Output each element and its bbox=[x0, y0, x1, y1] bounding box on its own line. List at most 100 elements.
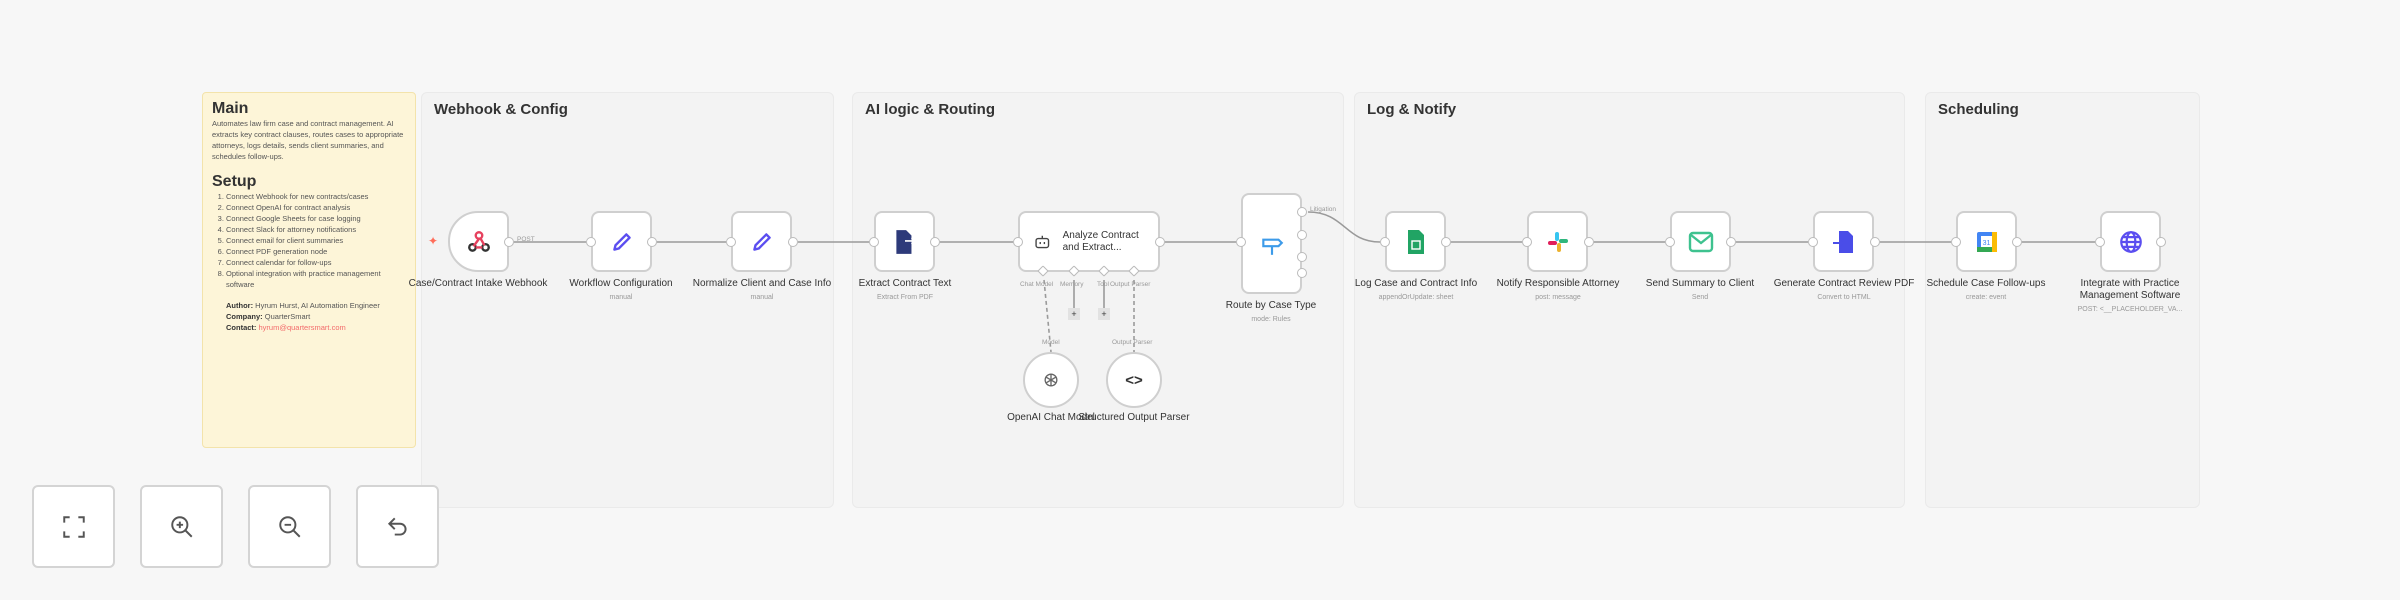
setup-step: Connect calendar for follow-ups bbox=[226, 257, 406, 268]
fit-view-icon bbox=[62, 515, 85, 538]
output-port[interactable] bbox=[504, 237, 514, 247]
output-port[interactable] bbox=[2156, 237, 2166, 247]
slack-icon bbox=[1547, 231, 1568, 252]
group-title: Scheduling bbox=[1938, 101, 2019, 118]
output-port[interactable] bbox=[1441, 237, 1451, 247]
node-send-summary-email[interactable] bbox=[1670, 211, 1731, 272]
sticky-note-main[interactable]: Main Automates law firm case and contrac… bbox=[202, 92, 416, 448]
input-port[interactable] bbox=[2095, 237, 2105, 247]
node-webhook[interactable] bbox=[448, 211, 509, 272]
group-title: AI logic & Routing bbox=[865, 101, 995, 118]
setup-step: Connect Slack for attorney notifications bbox=[226, 224, 406, 235]
pdf-extract-icon bbox=[895, 229, 918, 254]
node-route-by-case-type[interactable] bbox=[1241, 193, 1302, 294]
setup-step: Connect PDF generation node bbox=[226, 246, 406, 257]
node-label: Analyze Contract and Extract... bbox=[1062, 229, 1139, 253]
output-label: Litigation bbox=[1310, 206, 1337, 213]
group-scheduling[interactable]: Scheduling bbox=[1925, 92, 2200, 508]
input-port[interactable] bbox=[1808, 237, 1818, 247]
code-icon: <> bbox=[1125, 371, 1143, 389]
input-port[interactable] bbox=[726, 237, 736, 247]
sticky-description: Automates law firm case and contract man… bbox=[212, 119, 404, 161]
group-ai-logic[interactable]: AI logic & Routing bbox=[852, 92, 1344, 508]
trigger-icon: ✦ bbox=[428, 234, 439, 248]
openai-icon bbox=[1044, 373, 1058, 387]
port-label: Tool bbox=[1097, 281, 1109, 288]
fit-view-button[interactable] bbox=[32, 485, 115, 568]
zoom-out-button[interactable] bbox=[248, 485, 331, 568]
output-port[interactable] bbox=[1297, 252, 1307, 262]
input-port[interactable] bbox=[1380, 237, 1390, 247]
node-label: OpenAI Chat Model bbox=[1007, 412, 1095, 423]
company: QuarterSmart bbox=[264, 312, 311, 321]
author: Hyrum Hurst, AI Automation Engineer bbox=[255, 301, 380, 310]
node-label: Integrate with Practice Management Softw… bbox=[2077, 278, 2183, 313]
node-openai-chat-model[interactable] bbox=[1023, 352, 1079, 408]
add-memory-button[interactable]: + bbox=[1068, 308, 1080, 320]
input-port[interactable] bbox=[869, 237, 879, 247]
port-label: Output Parser bbox=[1110, 281, 1151, 288]
output-port[interactable] bbox=[1155, 237, 1165, 247]
setup-steps: Connect Webhook for new contracts/cases … bbox=[212, 191, 406, 290]
port-label: Model bbox=[1042, 339, 1060, 346]
output-port[interactable] bbox=[2012, 237, 2022, 247]
output-port[interactable] bbox=[1726, 237, 1736, 247]
node-log-case-sheets[interactable] bbox=[1385, 211, 1446, 272]
undo-button[interactable] bbox=[356, 485, 439, 568]
output-port[interactable] bbox=[1870, 237, 1880, 247]
setup-step: Optional integration with practice manag… bbox=[226, 268, 406, 290]
node-integrate-http[interactable] bbox=[2100, 211, 2161, 272]
output-port[interactable] bbox=[1297, 268, 1307, 278]
setup-step: Connect Google Sheets for case logging bbox=[226, 213, 406, 224]
zoom-out-icon bbox=[278, 515, 300, 537]
node-workflow-configuration[interactable] bbox=[591, 211, 652, 272]
zoom-in-button[interactable] bbox=[140, 485, 223, 568]
pencil-icon bbox=[752, 232, 771, 251]
contact-email[interactable]: hyrum@quartersmart.com bbox=[258, 323, 346, 332]
group-log-notify[interactable]: Log & Notify bbox=[1354, 92, 1905, 508]
node-normalize[interactable] bbox=[731, 211, 792, 272]
output-port[interactable] bbox=[647, 237, 657, 247]
node-schedule-calendar[interactable]: 31 bbox=[1956, 211, 2017, 272]
output-port[interactable] bbox=[1297, 230, 1307, 240]
zoom-in-icon bbox=[170, 515, 192, 537]
robot-icon bbox=[1035, 235, 1050, 248]
output-port[interactable] bbox=[1584, 237, 1594, 247]
google-sheets-icon bbox=[1407, 229, 1424, 254]
input-port[interactable] bbox=[1013, 237, 1023, 247]
contact-label: Contact: bbox=[226, 323, 257, 332]
output-port[interactable] bbox=[930, 237, 940, 247]
setup-step: Connect email for client summaries bbox=[226, 235, 406, 246]
svg-text:31: 31 bbox=[1982, 240, 1990, 247]
sticky-title-main: Main bbox=[212, 100, 249, 117]
input-port[interactable] bbox=[586, 237, 596, 247]
node-analyze-contract-agent[interactable]: Analyze Contract and Extract... bbox=[1018, 211, 1160, 272]
input-port[interactable] bbox=[1951, 237, 1961, 247]
node-notify-attorney-slack[interactable] bbox=[1527, 211, 1588, 272]
sticky-meta: Author: Hyrum Hurst, AI Automation Engin… bbox=[212, 300, 406, 333]
input-port[interactable] bbox=[1665, 237, 1675, 247]
input-port[interactable] bbox=[1236, 237, 1246, 247]
sticky-title-setup: Setup bbox=[212, 173, 257, 190]
setup-step: Connect Webhook for new contracts/cases bbox=[226, 191, 406, 202]
input-port[interactable] bbox=[1522, 237, 1532, 247]
webhook-icon bbox=[467, 230, 490, 252]
email-icon bbox=[1688, 231, 1713, 252]
output-port[interactable] bbox=[1297, 207, 1307, 217]
pencil-icon bbox=[612, 232, 631, 251]
add-tool-button[interactable]: + bbox=[1098, 308, 1110, 320]
node-extract-contract-text[interactable] bbox=[874, 211, 935, 272]
node-generate-pdf[interactable] bbox=[1813, 211, 1874, 272]
output-port[interactable] bbox=[788, 237, 798, 247]
group-title: Log & Notify bbox=[1367, 101, 1457, 118]
group-webhook-config[interactable]: Webhook & Config bbox=[421, 92, 834, 508]
node-structured-output-parser[interactable]: <> bbox=[1106, 352, 1162, 408]
google-calendar-icon: 31 bbox=[1976, 231, 1997, 252]
